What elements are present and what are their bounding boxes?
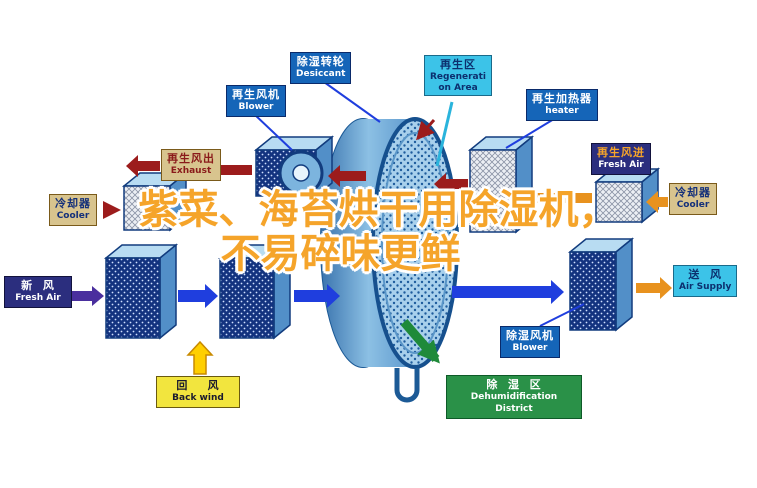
airflow-arrows [72,119,672,375]
label-air-supply-en: Air Supply [679,282,732,293]
mixing-box [103,243,179,340]
arrow-fresh-air-in [72,286,104,306]
arrow-process-1 [178,284,218,308]
label-cooler-left-en: Cooler [56,211,90,222]
label-dehum-blower-zh: 除湿风机 [506,329,554,342]
arrow-regen-hot-to-wheel [434,173,468,195]
label-back-wind: 回 风 Back wind [156,376,240,408]
regen-blower-unit [253,135,335,198]
label-exhaust: 再生风出 Exhaust [161,149,221,181]
label-dehum-district-en: Dehumidification [470,392,558,403]
arrow-regen-area-pointer [416,119,436,141]
arrow-return-air-up [186,340,214,375]
arrow-dehum-district [400,319,440,364]
label-cooler-left-zh: 冷却器 [55,197,91,210]
connector-heater [505,118,555,149]
connector-regen-area [435,101,454,167]
arrow-process-3 [452,280,564,304]
label-connectors [252,81,585,327]
label-back-wind-en: Back wind [172,393,224,404]
desiccant-wheel [320,117,459,403]
wheel-inner-rim [381,132,449,354]
label-cooler-left: 冷却器 Cooler [49,194,97,226]
label-regen-fresh-air-zh: 再生风进 [597,146,645,159]
label-regen-heater-zh: 再生加热器 [532,92,592,105]
label-regen-fresh-air: 再生风进 Fresh Air [591,143,651,175]
label-regen-area-en: Regeneration Area [430,72,486,93]
arrow-air-supply [636,277,672,299]
label-desiccant: 除湿转轮 Desiccant [290,52,352,84]
label-regen-blower: 再生风机 Blower [226,85,286,117]
label-regen-area: 再生区 Regeneration Area [424,55,492,96]
label-desiccant-zh: 除湿转轮 [296,55,345,68]
label-regen-fresh-air-en: Fresh Air [598,160,644,171]
arrow-regen-blower-to-cooler [196,159,252,181]
cooler-right-unit [593,167,661,224]
label-dehum-district: 除 湿 区 Dehumidification District [446,375,582,419]
label-exhaust-en: Exhaust [170,166,212,177]
label-regen-blower-en: Blower [238,102,274,113]
label-dehum-district-zh: 除 湿 区 [486,378,542,391]
label-fresh-air: 新 风 Fresh Air [4,276,72,308]
filter-box [217,243,293,340]
label-cooler-right-zh: 冷却器 [675,186,711,199]
arrow-regen-in-2 [522,187,592,209]
supply-fan-unit [567,237,635,332]
label-cooler-right-en: Cooler [676,200,710,211]
wheel-mount-bracket [394,368,420,403]
label-regen-blower-zh: 再生风机 [232,88,280,101]
label-air-supply-zh: 送 风 [688,268,723,281]
label-regen-area-zh: 再生区 [440,58,476,71]
connector-regen-blower [252,112,293,151]
cooler-left-unit [121,171,189,232]
label-dehum-blower-en: Blower [512,343,548,354]
label-fresh-air-en: Fresh Air [15,293,61,304]
arrow-regen-exhaust [126,155,160,177]
heater-unit [467,135,535,234]
arrow-regen-wheel-to-blower [328,165,366,187]
label-dehum-district-en2: District [495,403,533,414]
label-fresh-air-zh: 新 风 [21,279,55,292]
connector-dehum-blower [539,303,585,327]
label-dehum-blower: 除湿风机 Blower [500,326,560,358]
label-regen-heater-en: heater [545,106,579,117]
label-desiccant-en: Desiccant [296,69,346,80]
wheel-face [371,117,459,369]
label-cooler-right: 冷却器 Cooler [669,183,717,215]
label-regen-heater: 再生加热器 heater [526,89,598,121]
label-back-wind-zh: 回 风 [176,379,220,392]
connector-desiccant [323,81,381,123]
arrow-process-2 [294,284,340,308]
arrow-regen-in-1 [646,191,668,213]
label-air-supply: 送 风 Air Supply [673,265,738,297]
label-exhaust-zh: 再生风出 [167,152,215,165]
